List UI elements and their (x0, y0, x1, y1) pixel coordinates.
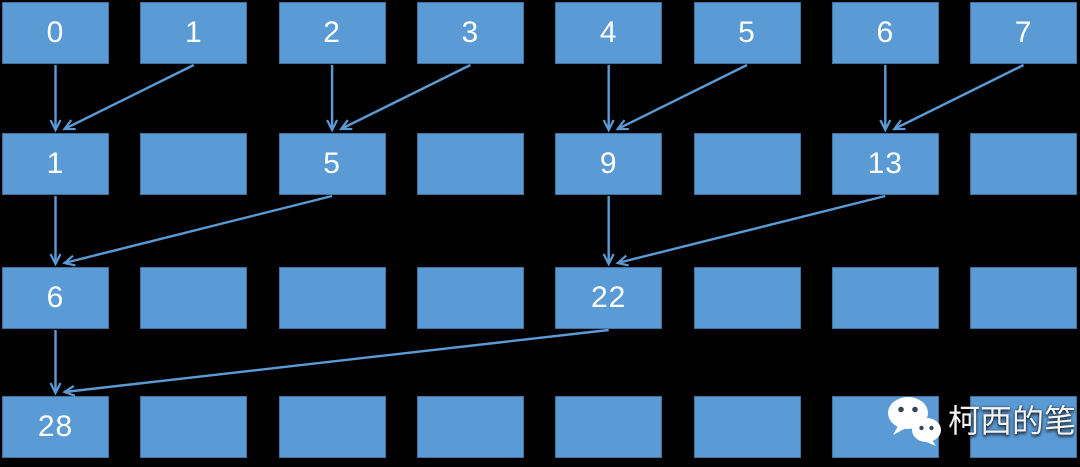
wechat-icon (888, 397, 941, 446)
array-cell-r3c3 (416, 396, 524, 458)
array-cell-r0c7: 7 (970, 2, 1078, 64)
array-cell-r1c5 (693, 133, 801, 195)
array-cell-r2c0: 6 (2, 267, 109, 329)
array-cell-r1c7 (970, 133, 1078, 195)
array-cell-r0c0: 0 (2, 2, 109, 64)
array-cell-r0c5: 5 (693, 2, 801, 64)
array-cell-r1c4: 9 (555, 133, 663, 195)
array-cell-r2c2 (278, 267, 386, 329)
array-cell-r0c3: 3 (416, 2, 524, 64)
array-cell-r1c3 (416, 133, 524, 195)
array-cell-r1c2: 5 (278, 133, 386, 195)
array-cell-r0c1: 1 (140, 2, 248, 64)
watermark: 柯西的笔 (886, 394, 1076, 448)
array-cell-r1c1 (140, 133, 248, 195)
array-cell-r1c0: 1 (2, 133, 109, 195)
array-cell-r3c5 (693, 396, 801, 458)
array-cell-r1c6: 13 (831, 133, 939, 195)
array-cell-r2c4: 22 (555, 267, 663, 329)
array-cell-r3c1 (140, 396, 248, 458)
array-cell-r3c0: 28 (2, 396, 109, 458)
array-cell-r3c4 (555, 396, 663, 458)
array-cell-r2c3 (416, 267, 524, 329)
array-cell-r2c6 (831, 267, 939, 329)
array-cell-r3c7 (970, 396, 1078, 458)
array-cell-r2c1 (140, 267, 248, 329)
watermark-label: 柯西的笔 (948, 403, 1077, 439)
array-cell-r3c2 (278, 396, 386, 458)
array-cell-r0c4: 4 (555, 2, 663, 64)
array-cell-r2c7 (970, 267, 1078, 329)
array-cell-r0c2: 2 (278, 2, 386, 64)
array-cell-r0c6: 6 (831, 2, 939, 64)
array-cell-r2c5 (693, 267, 801, 329)
